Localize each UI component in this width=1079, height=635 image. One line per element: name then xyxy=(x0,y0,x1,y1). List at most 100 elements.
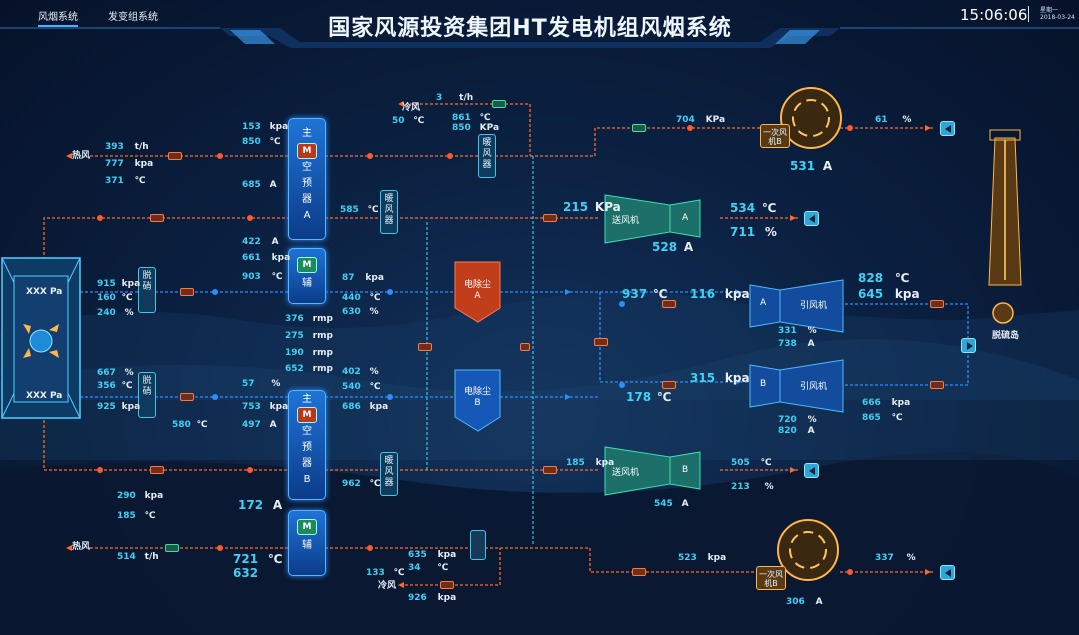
id-b-pressure-unit: kpa xyxy=(891,398,911,408)
fd-fan-b-name: 送风机 xyxy=(612,468,640,478)
warm-air-heater-b[interactable]: 暖风器 xyxy=(380,452,398,496)
pf-bottom-pressure-unit: kpa xyxy=(707,553,727,563)
valve-hot-top[interactable] xyxy=(168,152,182,160)
rmp-4-unit: rmp xyxy=(312,364,333,374)
primary-fan-b-top-label[interactable]: 一次风机B xyxy=(760,124,790,148)
aux-a-label: 辅 xyxy=(302,278,312,289)
cold-bottom-pressure2-unit: kpa xyxy=(437,593,457,603)
dn-b-pressure: 925 xyxy=(97,402,116,412)
dn-a-percent: 240 xyxy=(97,308,116,318)
damper-box-bottom[interactable] xyxy=(470,530,486,560)
id-in-a-temp-unit: ℃ xyxy=(652,287,668,301)
preheater-top-pressure: XXX Pa xyxy=(26,287,63,297)
id-fan-b-tag: B xyxy=(760,379,767,389)
valve-fd-b-inlet[interactable] xyxy=(543,466,557,474)
fd-b-percent-unit: % xyxy=(764,482,774,492)
hot-top-pressure: 777 xyxy=(105,159,124,169)
valve-primary-top[interactable] xyxy=(632,124,646,132)
id-in-a-pressure: 116 xyxy=(690,287,716,301)
rmp-2-unit: rmp xyxy=(312,331,333,341)
aux-air-preheater-b[interactable]: M 辅 xyxy=(288,510,326,576)
hot-air-top-label: 热风 xyxy=(72,151,91,161)
valve-air-b[interactable] xyxy=(150,466,164,474)
fd-a-percent-unit: % xyxy=(764,225,777,239)
valve-cross-left[interactable] xyxy=(418,343,432,351)
cold-top-temp2: 861 xyxy=(452,113,471,123)
id-fan-a-name: 引风机 xyxy=(800,301,828,311)
valve-cold-top[interactable] xyxy=(492,100,506,108)
dn-a-pressure-unit: kpa xyxy=(121,279,141,289)
fd-a-percent: 711 xyxy=(730,225,756,239)
valve-id-a-outlet[interactable] xyxy=(930,300,944,308)
esp-b-tag: B xyxy=(474,398,481,408)
main-air-preheater-a[interactable]: 主 M 空 预 器 A xyxy=(288,118,326,240)
tab-generator-transformer-system[interactable]: 发变组系统 xyxy=(108,12,158,23)
dn-a-temp-unit: ℃ xyxy=(121,293,133,303)
valve-flue-a[interactable] xyxy=(180,288,194,296)
nav-fd-a-button[interactable] xyxy=(804,211,819,226)
id-b-current-unit: A xyxy=(807,426,815,436)
valve-id-b-inlet[interactable] xyxy=(662,381,676,389)
bottom-temp-unit: ℃ xyxy=(144,511,156,521)
id-a-temp-unit: ℃ xyxy=(894,271,910,285)
pf-bottom-current: 306 xyxy=(786,597,805,607)
valve-fd-a-inlet[interactable] xyxy=(543,214,557,222)
preheater-bottom-pressure: XXX Pa xyxy=(26,391,63,401)
preheater-b-motor-button[interactable]: M xyxy=(297,407,317,423)
esp-in-b-percent: 402 xyxy=(342,367,361,377)
preheater-a-motor-button[interactable]: M xyxy=(297,143,317,159)
id-b-temp: 865 xyxy=(862,413,881,423)
denitration-b[interactable]: 脱硝 xyxy=(138,372,156,418)
warm-air-heater-a[interactable]: 暖风器 xyxy=(380,190,398,234)
b-pressure: 753 xyxy=(242,402,261,412)
id-b-percent-unit: % xyxy=(807,415,817,425)
warm-air-heater-top[interactable]: 暖风器 xyxy=(478,134,496,178)
valve-id-a-inlet[interactable] xyxy=(662,300,676,308)
esp-in-b-pressure-unit: kpa xyxy=(369,402,389,412)
primary-fan-b-bottom-label[interactable]: 一次风机B xyxy=(756,566,786,590)
bottom-pressure-unit: kpa xyxy=(144,491,164,501)
nav-chimney-button[interactable] xyxy=(961,338,976,353)
fd-a-pressure: 215 xyxy=(563,200,589,214)
apa-current: 685 xyxy=(242,180,261,190)
esp-in-b-pressure: 686 xyxy=(342,402,361,412)
tab-wind-smoke-system[interactable]: 风烟系统 xyxy=(38,8,78,27)
aux-air-preheater-a[interactable]: M 辅 xyxy=(288,248,326,304)
pf-bottom-percent-unit: % xyxy=(906,553,916,563)
nav-fd-b-button[interactable] xyxy=(804,463,819,478)
aux-b-motor-button[interactable]: M xyxy=(297,519,317,535)
dn-b-temp: 356 xyxy=(97,381,116,391)
aux-a-motor-button[interactable]: M xyxy=(297,257,317,273)
dn-b-pressure-unit: kpa xyxy=(121,402,141,412)
valve-cross-mid[interactable] xyxy=(520,343,530,351)
fd-b-temp: 505 xyxy=(731,458,750,468)
cold-bottom-pressure: 635 xyxy=(408,550,427,560)
valve-air-a[interactable] xyxy=(150,214,164,222)
valve-primary-bottom[interactable] xyxy=(632,568,646,576)
valve-cold-bottom[interactable] xyxy=(440,581,454,589)
aux-b-current: 172 xyxy=(238,498,264,512)
nav-primary-top-button[interactable] xyxy=(940,121,955,136)
cold-air-bottom-label: 冷风 xyxy=(378,581,397,591)
id-b-pressure: 666 xyxy=(862,398,881,408)
valve-cross-right[interactable] xyxy=(594,338,608,346)
cold-bottom-temp2: 34 xyxy=(408,563,421,573)
aux-a-temp-unit: ℃ xyxy=(271,272,283,282)
aux-a-pressure-unit: kpa xyxy=(271,253,291,263)
pf-top-current-unit: A xyxy=(822,159,833,173)
pf-top-pressure: 704 xyxy=(676,115,695,125)
main-air-preheater-b[interactable]: 主 M 空 预 器 B xyxy=(288,390,326,500)
valve-hot-bottom[interactable] xyxy=(165,544,179,552)
clock-divider xyxy=(1028,6,1029,22)
denitration-a[interactable]: 脱硝 xyxy=(138,267,156,313)
pf-bottom-current-unit: A xyxy=(815,597,823,607)
apa-temp-unit: ℃ xyxy=(269,137,281,147)
fd-b-temp-unit: ℃ xyxy=(760,458,772,468)
id-a-percent: 331 xyxy=(778,326,797,336)
valve-id-b-outlet[interactable] xyxy=(930,381,944,389)
valve-flue-b[interactable] xyxy=(180,393,194,401)
preheater-b-char-2: 空 xyxy=(302,426,312,437)
nav-primary-bottom-button[interactable] xyxy=(940,565,955,580)
rmp-4: 652 xyxy=(285,364,304,374)
